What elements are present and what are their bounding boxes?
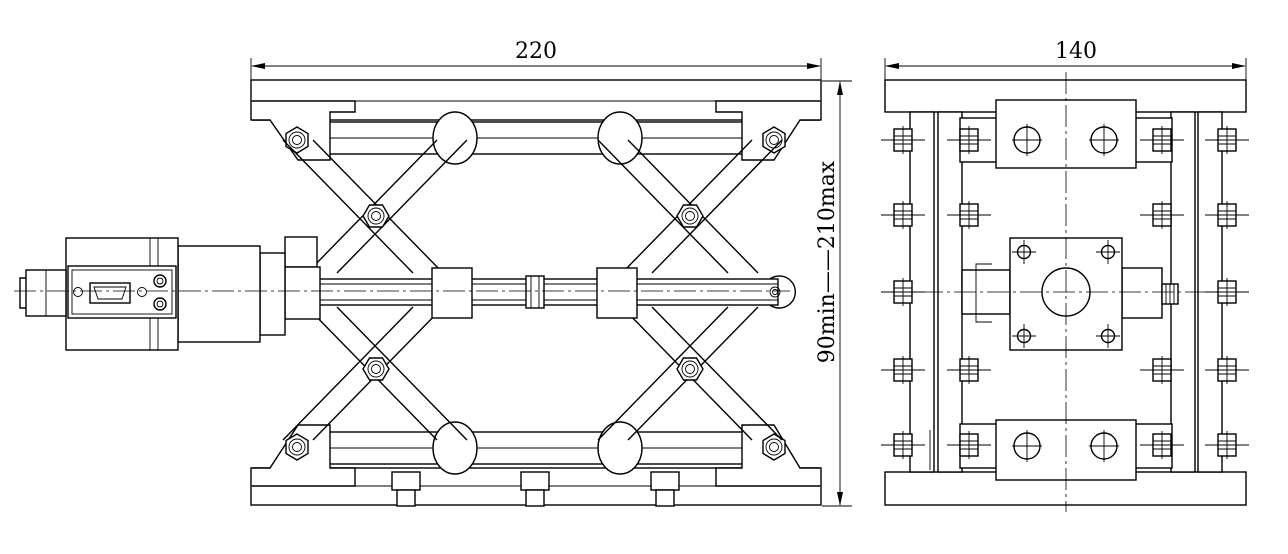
bottom-brackets [252, 424, 820, 487]
lower-rail [297, 421, 773, 475]
motor-assembly [19, 236, 321, 351]
front-width-dimension: 220 [250, 39, 822, 82]
front-height-dimension: 90min——210max [815, 80, 852, 507]
central-screw-block [961, 237, 1179, 351]
front-width-label: 220 [515, 39, 557, 64]
side-view: 140 [880, 39, 1250, 512]
base-feet [391, 471, 680, 507]
side-width-dimension: 140 [884, 39, 1247, 82]
top-brackets [252, 100, 820, 161]
lead-screw [317, 267, 797, 319]
side-width-label: 140 [1055, 39, 1097, 64]
front-height-label: 90min——210max [815, 160, 840, 363]
top-plate [250, 79, 822, 121]
upper-rail [297, 111, 773, 165]
front-view: 220 90min——210max [14, 39, 852, 507]
